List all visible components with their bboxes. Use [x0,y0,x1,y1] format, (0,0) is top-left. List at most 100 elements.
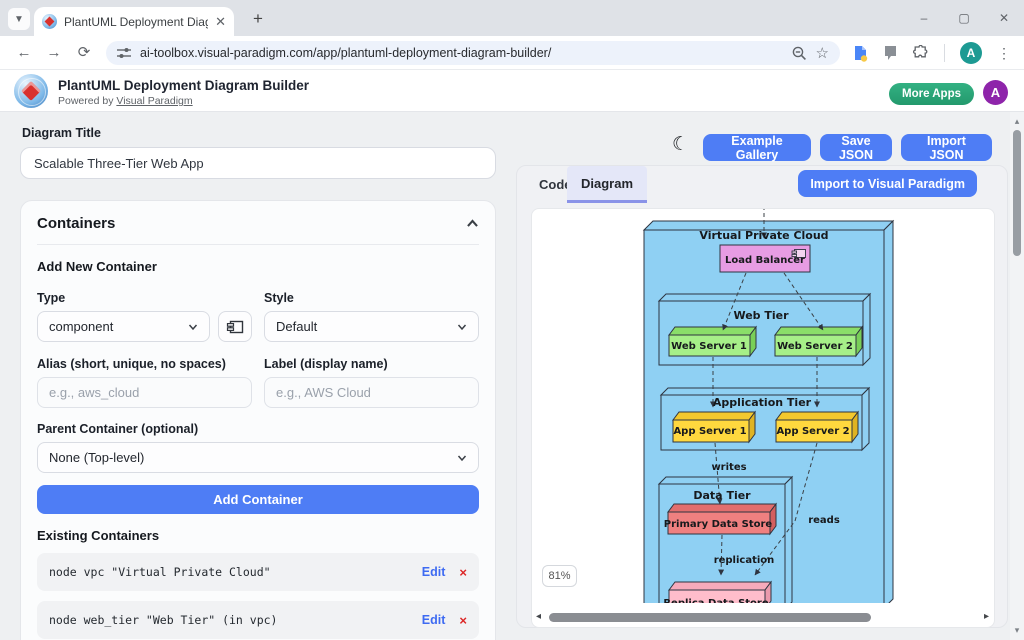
powered-by: Powered by Visual Paradigm [58,95,193,107]
label-label: Label (display name) [264,357,388,371]
diagram-preview: Virtual Private Cloud Load Balancer Web … [531,208,995,628]
node-app-server-1 [672,410,756,444]
component-icon [791,249,806,258]
style-label: Style [264,291,294,305]
tab-search-button[interactable]: ▼ [8,8,30,30]
docs-extension-icon[interactable] [852,45,868,62]
minimize-button[interactable]: – [920,11,928,25]
app-header: PlantUML Deployment Diagram Builder Powe… [0,70,1024,112]
url-text: ai-toolbox.visual-paradigm.com/app/plant… [140,46,552,60]
horizontal-scrollbar[interactable]: ◂ ▸ [532,610,994,624]
chevron-down-icon [188,324,198,330]
import-json-button[interactable]: Import JSON [901,134,992,162]
label-input[interactable] [264,377,479,408]
scroll-down-icon[interactable]: ▾ [1014,625,1020,635]
window-controls: – ▢ ✕ [904,0,1024,36]
component-shape-button[interactable] [218,311,252,342]
type-select[interactable]: component [37,311,210,342]
maximize-button[interactable]: ▢ [958,11,970,25]
diagram-edges [710,209,824,576]
tab-code[interactable]: Code [539,177,572,192]
chevron-down-icon [457,324,467,330]
site-settings-icon[interactable] [117,47,131,59]
containers-title: Containers [37,215,116,232]
alias-label: Alias (short, unique, no spaces) [37,357,226,371]
tab-strip: ▼ PlantUML Deployment Diagram ✕ + – ▢ ✕ [0,0,1024,36]
dark-mode-moon-icon[interactable]: ☾ [672,134,690,155]
type-label: Type [37,291,66,305]
extension-icons: A ⋮ [852,42,1011,64]
marker-extension-icon[interactable] [883,45,898,61]
forward-icon[interactable]: → [46,44,62,61]
data-tier-label: Data Tier [693,489,751,502]
delete-icon[interactable]: × [459,564,467,580]
collapse-chevron-icon[interactable] [466,217,479,230]
plantuml-diagram: Virtual Private Cloud Load Balancer Web … [642,209,895,611]
more-apps-button[interactable]: More Apps [889,83,974,105]
vertical-scrollbar[interactable]: ▴ ▾ [1010,112,1024,640]
alias-input[interactable] [37,377,252,408]
web-server-1-label: Web Server 1 [671,341,747,352]
parent-container-select[interactable]: None (Top-level) [37,442,479,473]
container-row: node web_tier "Web Tier" (in vpc) Edit × [37,601,479,639]
chrome-menu-icon[interactable]: ⋮ [997,44,1011,61]
example-gallery-button[interactable]: Example Gallery [703,134,811,162]
vertical-scroll-thumb[interactable] [1013,130,1021,256]
address-bar[interactable]: ai-toolbox.visual-paradigm.com/app/plant… [106,41,840,65]
web-server-2-label: Web Server 2 [777,341,853,352]
scroll-right-icon[interactable]: ▸ [983,611,989,622]
tab-title: PlantUML Deployment Diagram [64,14,208,29]
container-code: node web_tier "Web Tier" (in vpc) [49,613,278,627]
node-web-server-2 [774,325,863,358]
app-title: PlantUML Deployment Diagram Builder [58,78,310,93]
add-container-button[interactable]: Add Container [37,485,479,514]
horizontal-scroll-thumb[interactable] [549,613,871,622]
add-new-container-heading: Add New Container [37,259,157,274]
output-panel: Code Diagram Import to Visual Paradigm [516,165,1008,628]
new-tab-button[interactable]: + [253,9,263,28]
refresh-icon[interactable]: ⟳ [77,44,91,61]
edge-writes-label: writes [711,462,746,473]
edit-link[interactable]: Edit [421,613,446,627]
scroll-left-icon[interactable]: ◂ [536,611,542,622]
node-app-server-2 [775,410,859,444]
edge-replication-label: replication [714,555,775,566]
containers-card: Containers Add New Container Type compon… [20,200,496,640]
app-server-1-label: App Server 1 [673,426,746,437]
tab-close-icon[interactable]: ✕ [215,14,226,29]
visual-paradigm-logo [14,74,48,108]
save-json-button[interactable]: Save JSON [820,134,892,162]
zoom-level-badge: 81% [542,565,577,587]
app-tier-label: Application Tier [713,396,812,409]
back-icon[interactable]: ← [16,44,32,61]
zoom-out-icon[interactable] [792,46,807,61]
browser-tab[interactable]: PlantUML Deployment Diagram ✕ [34,7,234,36]
tab-diagram[interactable]: Diagram [567,166,648,203]
chevron-down-icon [457,455,467,461]
visual-paradigm-link[interactable]: Visual Paradigm [116,95,193,107]
load-balancer-label: Load Balancer [725,255,805,266]
delete-icon[interactable]: × [459,612,467,628]
vpc-label: Virtual Private Cloud [699,229,828,242]
browser-toolbar: ← → ⟳ ai-toolbox.visual-paradigm.com/app… [0,36,1024,70]
parent-container-label: Parent Container (optional) [37,422,199,436]
edge-reads-label: reads [808,515,840,526]
bookmark-star-icon[interactable]: ☆ [815,45,829,62]
app-server-2-label: App Server 2 [776,426,849,437]
site-favicon-icon [42,14,57,29]
user-avatar[interactable]: A [983,80,1008,105]
scroll-up-icon[interactable]: ▴ [1014,116,1020,126]
import-to-vp-button[interactable]: Import to Visual Paradigm [798,170,977,197]
toolbar-divider [944,44,945,62]
existing-containers-heading: Existing Containers [37,528,160,543]
container-row: node vpc "Virtual Private Cloud" Edit × [37,553,479,591]
extensions-puzzle-icon[interactable] [913,45,929,61]
chrome-profile-avatar[interactable]: A [960,42,982,64]
diagram-title-input[interactable] [20,147,496,179]
component-icon [226,320,244,333]
close-button[interactable]: ✕ [998,11,1010,25]
edit-link[interactable]: Edit [421,565,446,579]
primary-data-store-label: Primary Data Store [664,519,773,530]
style-select[interactable]: Default [264,311,479,342]
